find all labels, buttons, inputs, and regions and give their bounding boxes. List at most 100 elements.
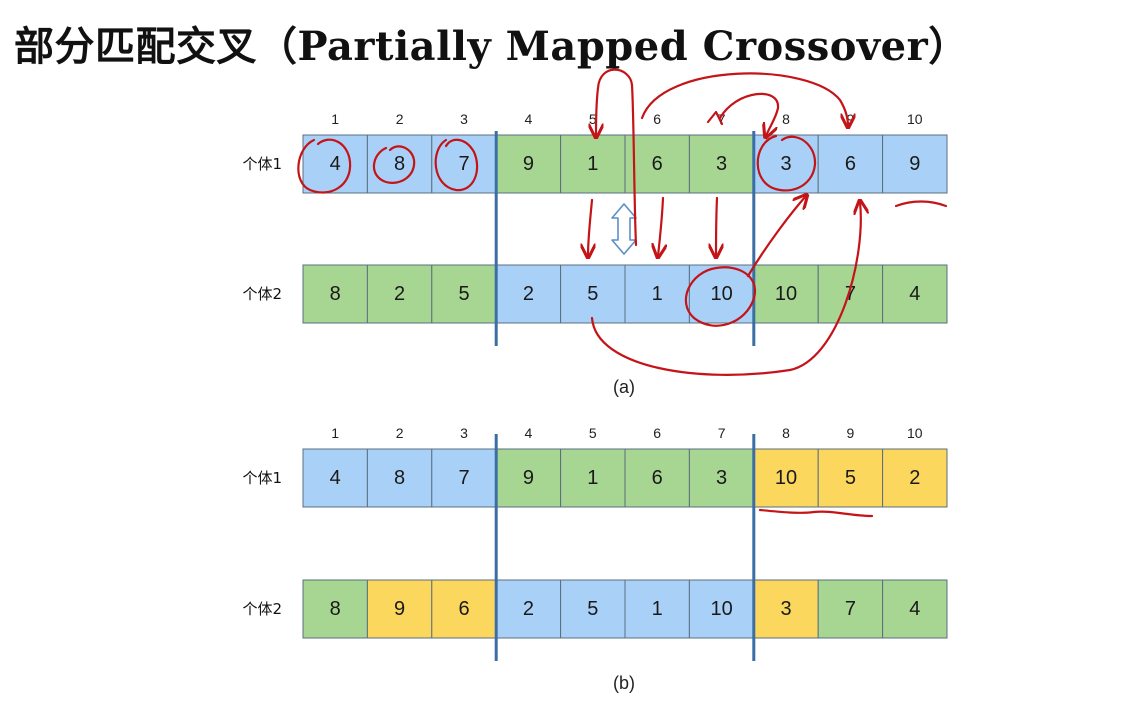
- gene-cell: [495, 264, 562, 324]
- gene-value: 7: [458, 467, 469, 489]
- gene-cell: [882, 448, 948, 508]
- gene-cell: [302, 134, 368, 194]
- position-number: 8: [782, 111, 790, 127]
- gene-cell: [366, 264, 433, 324]
- position-number: 4: [525, 425, 533, 441]
- double-headed-arrow-icon: [611, 203, 637, 255]
- annotation-arc-pos7-to-8: [718, 92, 780, 136]
- gene-cell: [366, 579, 433, 639]
- gene-value: 8: [394, 467, 405, 489]
- gene-cell: [431, 579, 497, 639]
- gene-value: 6: [845, 153, 856, 175]
- gene-cell: [817, 134, 884, 194]
- gene-cell: [882, 134, 948, 194]
- position-number: 6: [653, 425, 661, 441]
- handwritten-annotations: [297, 68, 948, 376]
- position-number: 7: [718, 111, 726, 127]
- row-label: 个体1: [242, 469, 282, 487]
- gene-cell: [817, 579, 884, 639]
- gene-value: 1: [652, 598, 663, 620]
- gene-cell: [495, 579, 562, 639]
- gene-cell: [688, 448, 755, 508]
- gene-value: 7: [845, 283, 856, 305]
- gene-cell: [560, 264, 626, 324]
- gene-cell: [882, 264, 948, 324]
- gene-value: 2: [523, 598, 534, 620]
- annotation-arrow-pos6-down: [658, 196, 663, 256]
- gene-value: 2: [909, 467, 920, 489]
- panel-caption: (a): [613, 377, 635, 397]
- gene-value: 3: [716, 153, 727, 175]
- gene-cell: [495, 134, 562, 194]
- annotation-loop-arrow: [596, 68, 638, 247]
- annotation-dash-right: [894, 200, 948, 208]
- position-number: 10: [907, 111, 923, 127]
- gene-value: 6: [652, 153, 663, 175]
- gene-value: 1: [652, 283, 663, 305]
- gene-value: 4: [909, 598, 920, 620]
- position-number: 4: [525, 111, 533, 127]
- annotation-arrow-pos7-down: [716, 196, 717, 256]
- annotation-tick-pos7: [706, 110, 724, 126]
- annotation-arrow-10-to-3: [746, 196, 806, 278]
- annotation-circle-gene-3: [434, 138, 479, 192]
- gene-value: 9: [909, 153, 920, 175]
- position-number: 8: [782, 425, 790, 441]
- annotation-circle-pos7-ind2: [684, 266, 757, 327]
- gene-value: 6: [458, 598, 469, 620]
- panel-caption: (b): [613, 673, 635, 693]
- annotation-circle-pos8: [756, 134, 817, 192]
- gene-cell: [366, 448, 433, 508]
- gene-cell: [302, 579, 368, 639]
- position-number: 5: [589, 111, 597, 127]
- gene-value: 3: [780, 598, 791, 620]
- gene-value: 4: [330, 467, 341, 489]
- annotation-arrow-pos5-down: [588, 198, 592, 256]
- gene-value: 5: [845, 467, 856, 489]
- gene-value: 6: [652, 467, 663, 489]
- gene-value: 9: [394, 598, 405, 620]
- annotation-arc-top: [640, 72, 848, 126]
- position-number: 3: [460, 111, 468, 127]
- gene-cell: [817, 264, 884, 324]
- gene-grid: 1 2 3 4 5 6 7 8 9 10 个体1 4 8 7 9 1 6 3 3 6 9 个体2 8 2 5 2 5 1 10 10 7 4 (…: [242, 111, 948, 693]
- gene-value: 8: [394, 153, 405, 175]
- gene-value: 7: [845, 598, 856, 620]
- gene-cell: [753, 448, 819, 508]
- page-title: 部分匹配交叉（Partially Mapped Crossover）: [14, 23, 969, 70]
- gene-cell: [431, 448, 497, 508]
- row-label: 个体2: [242, 600, 282, 618]
- gene-value: 8: [330, 598, 341, 620]
- position-number: 2: [396, 425, 404, 441]
- annotation-arrow-5-to-6: [590, 202, 861, 376]
- gene-value: 2: [394, 283, 405, 305]
- gene-value: 7: [458, 153, 469, 175]
- gene-cell: [624, 264, 690, 324]
- gene-value: 9: [523, 467, 534, 489]
- position-number: 6: [653, 111, 661, 127]
- gene-cell: [882, 579, 948, 639]
- row-label: 个体2: [242, 285, 282, 303]
- gene-value: 4: [909, 283, 920, 305]
- gene-cell: [624, 448, 690, 508]
- gene-cell: [688, 579, 755, 639]
- position-number: 1: [331, 111, 339, 127]
- gene-value: 2: [523, 283, 534, 305]
- gene-value: 3: [780, 153, 791, 175]
- gene-value: 9: [523, 153, 534, 175]
- gene-cell: [817, 448, 884, 508]
- gene-value: 10: [710, 283, 732, 305]
- gene-cell: [302, 264, 368, 324]
- position-number: 10: [907, 425, 923, 441]
- gene-value: 5: [587, 598, 598, 620]
- annotation-circle-gene-2: [372, 145, 416, 184]
- gene-cell: [560, 134, 626, 194]
- gene-value: 5: [458, 283, 469, 305]
- gene-value: 3: [716, 467, 727, 489]
